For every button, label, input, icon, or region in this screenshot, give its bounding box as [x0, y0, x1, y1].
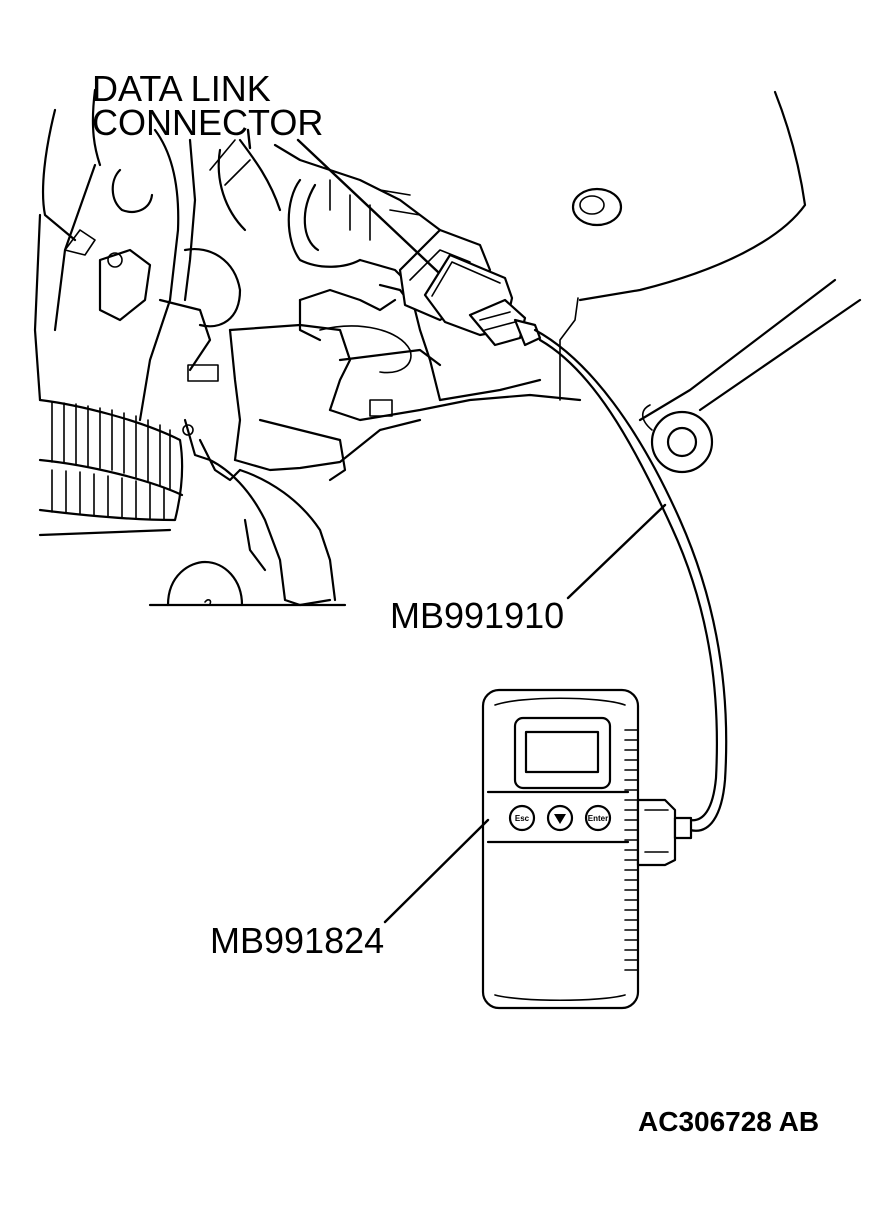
cable-leader-line	[566, 503, 667, 600]
connector-label-line1: DATA LINK	[92, 68, 271, 109]
connector-label-line2: CONNECTOR	[92, 102, 323, 143]
cable-label: MB991910	[390, 595, 564, 636]
esc-key-label: Esc	[515, 814, 530, 823]
vehicle-interior-drawing	[33, 88, 862, 607]
tool-label: MB991824	[210, 920, 384, 961]
esc-key-icon	[508, 804, 536, 832]
tool-grip-ribs	[624, 729, 639, 971]
figure-id: AC306728 AB	[638, 1106, 819, 1137]
cable-plug	[423, 253, 542, 347]
tool-leader-line	[383, 818, 490, 924]
enter-key-label: Enter	[588, 814, 608, 823]
mb991824-scan-tool: Esc Enter	[481, 688, 693, 1010]
connector-leader-line	[296, 138, 440, 274]
mb991910-cable	[533, 328, 728, 832]
enter-key-icon	[584, 804, 612, 832]
connector-leader-short	[246, 128, 252, 150]
hose-ribs	[51, 401, 171, 521]
